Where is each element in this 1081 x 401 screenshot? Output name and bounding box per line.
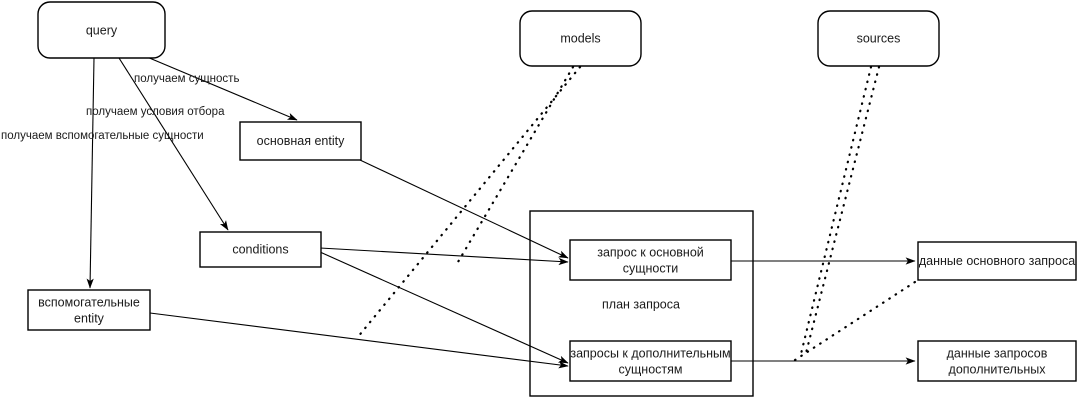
node-extra-query-box[interactable]	[569, 340, 732, 382]
node-extra-data-label-line1: данные запросов	[947, 346, 1048, 360]
node-main-query-box[interactable]	[569, 239, 732, 281]
edge-conditions-to-extra-query	[319, 251, 569, 364]
node-aux-entity-label-line2: entity	[74, 311, 105, 325]
node-query[interactable]: query	[37, 1, 166, 59]
edge-models-to-extra-query-dotted	[355, 65, 582, 340]
edge-main-entity-to-main-query	[359, 159, 569, 259]
node-sources-label: sources	[857, 31, 901, 45]
node-conditions-label: conditions	[232, 242, 288, 256]
group-query-plan-label: план запроса	[602, 297, 680, 311]
node-main-data[interactable]: данные основного запроса	[917, 241, 1077, 281]
edge-query-to-conditions	[118, 57, 229, 231]
edge-label-get-conditions: получаем условия отбора	[86, 106, 225, 118]
edge-sources-to-main-data-dotted	[798, 65, 873, 360]
node-main-query-label-line1: запрос к основной	[597, 245, 704, 259]
node-aux-entity[interactable]: вспомогательные entity	[27, 289, 151, 331]
node-models[interactable]: models	[519, 10, 642, 67]
node-main-entity-label: основная entity	[257, 134, 345, 148]
node-query-label: query	[86, 23, 118, 37]
node-sources[interactable]: sources	[817, 10, 940, 67]
node-query-box[interactable]	[37, 1, 166, 59]
edge-sources-branch-to-main-data-dotted	[793, 280, 917, 362]
edge-label-get-aux-entities: получаем вспомогательные сущности	[1, 130, 204, 142]
node-conditions-box[interactable]	[199, 231, 322, 268]
node-main-entity-box[interactable]	[239, 121, 362, 161]
node-extra-data-box[interactable]	[917, 340, 1077, 382]
node-extra-query[interactable]: запросы к дополнительным сущностям	[569, 340, 732, 382]
node-models-label: models	[560, 31, 600, 45]
edge-query-to-aux-entity	[86, 57, 95, 289]
edge-query-to-main-entity	[146, 56, 298, 121]
edge-models-to-main-query-dotted	[456, 65, 575, 264]
node-extra-data-label-line2: дополнительных	[949, 362, 1047, 376]
edge-aux-entity-to-extra-query	[149, 312, 569, 369]
node-main-query-label-line2: сущности	[623, 261, 679, 275]
node-extra-data[interactable]: данные запросов дополнительных	[917, 340, 1077, 382]
node-conditions[interactable]: conditions	[199, 231, 322, 268]
edge-sources-to-extra-data-dotted	[803, 65, 881, 359]
node-sources-box[interactable]	[817, 10, 940, 67]
edge-conditions-to-main-query	[319, 247, 569, 266]
node-aux-entity-box[interactable]	[27, 289, 151, 331]
node-main-data-box[interactable]	[917, 241, 1077, 281]
node-models-box[interactable]	[519, 10, 642, 67]
node-extra-query-label-line1: запросы к дополнительным	[570, 346, 730, 360]
edge-label-get-entity: получаем сущность	[134, 73, 239, 85]
group-query-plan-box	[529, 210, 754, 397]
node-aux-entity-label-line1: вспомогательные	[38, 295, 140, 309]
node-main-entity[interactable]: основная entity	[239, 121, 362, 161]
node-extra-query-label-line2: сущностям	[619, 362, 683, 376]
group-query-plan: план запроса	[529, 210, 754, 397]
node-main-query[interactable]: запрос к основной сущности	[569, 239, 732, 281]
node-main-data-label: данные основного запроса	[919, 254, 1075, 268]
